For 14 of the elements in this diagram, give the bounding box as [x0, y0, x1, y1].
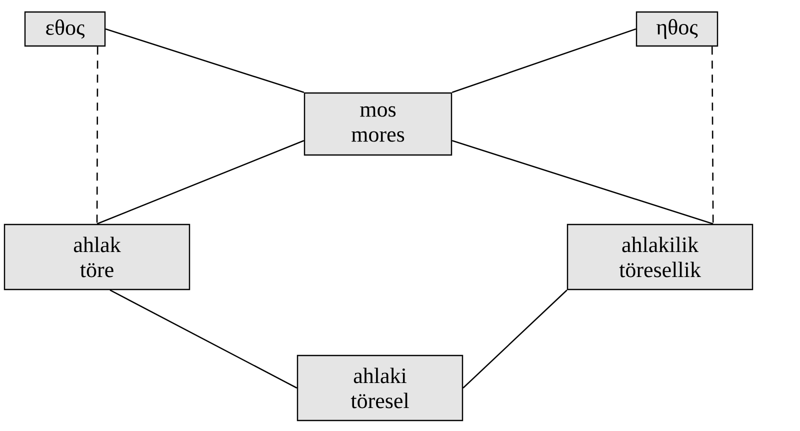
connector-line	[452, 28, 636, 94]
term-box: ahlaki töresel	[296, 354, 464, 422]
term-box: mos mores	[304, 92, 452, 156]
term-box: εθος	[24, 11, 106, 47]
connector-line	[105, 28, 304, 94]
connector-line	[452, 140, 714, 225]
connector-line	[711, 46, 714, 224]
connector-line	[110, 290, 298, 389]
term-box: ahlakilik töresellik	[566, 224, 754, 290]
connector-line	[462, 290, 568, 388]
term-box: ηθος	[636, 11, 718, 47]
connector-line	[96, 46, 98, 224]
term-box: ahlak töre	[4, 224, 190, 290]
connector-line	[96, 140, 304, 224]
